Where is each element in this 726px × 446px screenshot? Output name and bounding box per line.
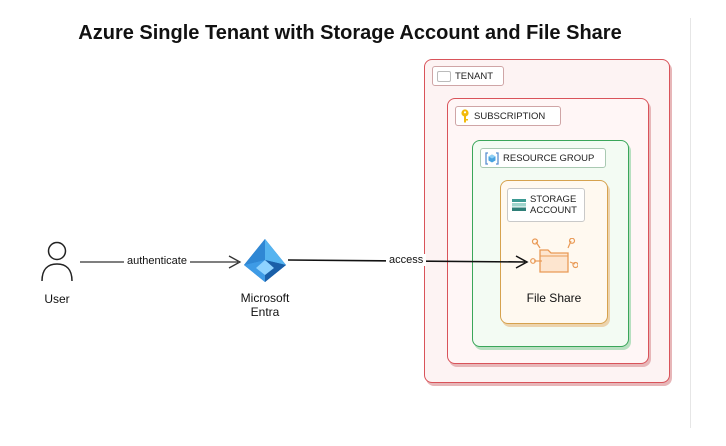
authenticate-edge-label: authenticate xyxy=(124,255,190,267)
user-icon[interactable] xyxy=(37,239,77,287)
microsoft-entra-icon[interactable] xyxy=(240,238,290,286)
storage-label-line2: ACCOUNT xyxy=(530,205,577,216)
key-icon xyxy=(461,109,469,123)
diagram-title: Azure Single Tenant with Storage Account… xyxy=(78,22,622,44)
entra-label: Microsoft Entra xyxy=(230,291,300,319)
file-share-label: File Share xyxy=(526,291,582,305)
file-share-icon[interactable] xyxy=(530,238,578,278)
user-label: User xyxy=(44,292,70,306)
resource-group-icon xyxy=(485,151,499,165)
entra-label-line2: Entra xyxy=(250,305,280,319)
resource-group-label: RESOURCE GROUP xyxy=(480,148,606,168)
storage-account-icon xyxy=(512,199,526,211)
subscription-label: SUBSCRIPTION xyxy=(455,106,561,126)
subscription-label-text: SUBSCRIPTION xyxy=(474,110,546,122)
entra-label-line1: Microsoft xyxy=(240,291,290,305)
storage-account-label: STORAGE ACCOUNT xyxy=(507,188,585,222)
canvas-edge-divider xyxy=(690,18,691,428)
access-edge-label: access xyxy=(386,254,427,266)
resource-group-label-text: RESOURCE GROUP xyxy=(503,152,595,164)
tenant-label-text: TENANT xyxy=(455,70,493,82)
tenant-label: TENANT xyxy=(432,66,504,86)
storage-label-line1: STORAGE xyxy=(530,194,577,205)
tenant-icon xyxy=(437,70,451,82)
